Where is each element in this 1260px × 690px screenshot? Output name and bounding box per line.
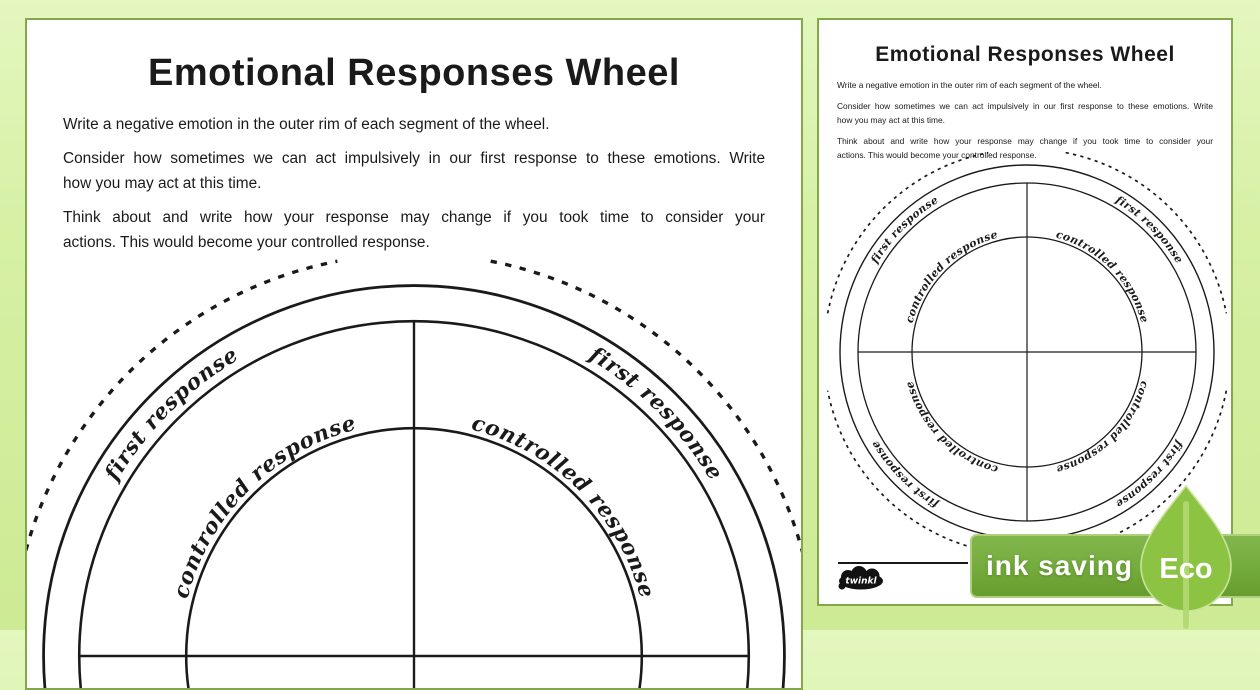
instruction-paragraph: Consider how sometimes we can act impuls… xyxy=(837,99,1213,128)
instruction-paragraph: Write a negative emotion in the outer ri… xyxy=(837,78,1213,93)
svg-text:first response: first response xyxy=(1112,193,1185,266)
wheel-dashed-arc xyxy=(490,259,801,554)
controlled-response-label: controlled response xyxy=(1055,380,1151,477)
instruction-line: Consider how sometimes we can act impuls… xyxy=(63,150,765,167)
wheel-dashed-arc xyxy=(27,259,338,554)
controlled-response-label: controlled response xyxy=(1055,228,1151,325)
ink-saving-label: ink saving xyxy=(986,550,1133,581)
instruction-paragraph: Write a negative emotion in the outer ri… xyxy=(63,112,765,137)
first-response-label: first response xyxy=(99,342,242,487)
first-response-label: first response xyxy=(868,193,941,266)
worksheet-page-full: Emotional Responses Wheel Write a negati… xyxy=(817,18,1233,606)
twinkl-logo: twinkl xyxy=(838,566,883,590)
controlled-response-label: controlled response xyxy=(903,380,999,477)
instruction-line: actions. This would become your controll… xyxy=(837,150,1037,161)
wheel-diagram-full: first response first response first resp… xyxy=(826,151,1228,553)
footer-divider xyxy=(838,562,968,564)
controlled-response-label: controlled response xyxy=(169,411,359,601)
wheel-dashed-arc xyxy=(1065,151,1228,314)
instruction-line: actions. This would become your controll… xyxy=(63,234,430,251)
page-title: Emotional Responses Wheel xyxy=(875,43,1175,66)
svg-text:first response: first response xyxy=(868,193,941,266)
instruction-paragraph: Think about and write how your response … xyxy=(63,205,765,255)
twinkl-logo-text: twinkl xyxy=(845,577,877,587)
eco-label: Eco xyxy=(1159,553,1212,585)
svg-text:controlled response: controlled response xyxy=(1055,228,1152,325)
wheel-dashed-arc xyxy=(1065,390,1228,553)
first-response-label: first response xyxy=(583,341,727,485)
wheel-diagram-zoomed: first response first response first resp… xyxy=(27,259,801,688)
svg-text:controlled response: controlled response xyxy=(903,380,1000,477)
first-response-label: first response xyxy=(868,438,941,511)
instruction-paragraph: Consider how sometimes we can act impuls… xyxy=(63,146,765,196)
instruction-line: how you may act at this time. xyxy=(837,115,945,126)
page-title: Emotional Responses Wheel xyxy=(148,52,680,94)
instruction-line: Consider how sometimes we can act impuls… xyxy=(837,100,1213,111)
first-response-label: first response xyxy=(1112,193,1185,266)
svg-text:first response: first response xyxy=(583,341,728,485)
instruction-paragraph: Think about and write how your response … xyxy=(837,134,1213,163)
worksheet-page-zoomed: Emotional Responses Wheel Write a negati… xyxy=(25,18,803,690)
instruction-line: how you may act at this time. xyxy=(63,175,262,192)
eco-leaf-icon: Eco xyxy=(1140,484,1232,629)
svg-text:controlled response: controlled response xyxy=(469,411,659,601)
instruction-line: Think about and write how your response … xyxy=(837,135,1213,146)
controlled-response-label: controlled response xyxy=(469,411,659,601)
svg-text:first response: first response xyxy=(99,342,243,487)
instruction-line: Write a negative emotion in the outer ri… xyxy=(63,116,550,133)
instruction-line: Write a negative emotion in the outer ri… xyxy=(837,80,1102,90)
svg-text:controlled response: controlled response xyxy=(1055,380,1152,477)
wheel-dashed-arc xyxy=(826,151,989,314)
controlled-response-label: controlled response xyxy=(903,228,999,325)
svg-text:first response: first response xyxy=(868,438,941,511)
svg-text:controlled response: controlled response xyxy=(903,228,1000,325)
wheel-dashed-arc xyxy=(826,390,989,553)
instruction-line: Think about and write how your response … xyxy=(63,209,765,226)
svg-text:controlled response: controlled response xyxy=(169,411,359,601)
